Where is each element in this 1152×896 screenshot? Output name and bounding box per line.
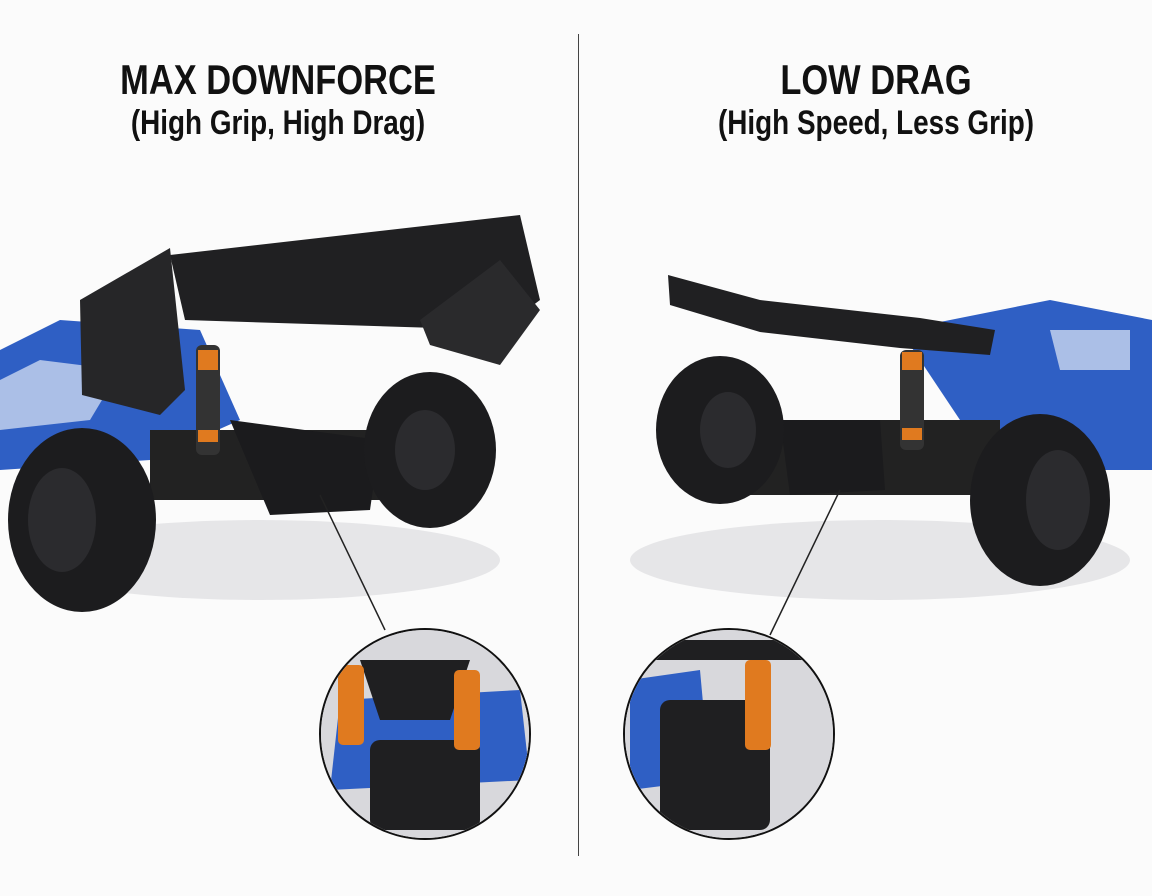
- left-title: MAX DOWNFORCE: [120, 56, 436, 103]
- right-detail-inset: [625, 630, 833, 838]
- left-car-image: [0, 215, 540, 840]
- left-subtitle: (High Grip, High Drag): [130, 104, 426, 142]
- left-detail-inset: [321, 630, 529, 838]
- right-subtitle: (High Speed, Less Grip): [717, 104, 1035, 142]
- high-downforce-wing-icon: [80, 215, 540, 415]
- center-divider: [578, 34, 579, 856]
- right-title: LOW DRAG: [780, 56, 972, 103]
- low-drag-wing-icon: [668, 275, 995, 355]
- left-panel: MAX DOWNFORCE (High Grip, High Drag): [0, 0, 556, 896]
- right-panel: LOW DRAG (High Speed, Less Grip): [600, 0, 1152, 896]
- right-car-image: [623, 275, 1152, 840]
